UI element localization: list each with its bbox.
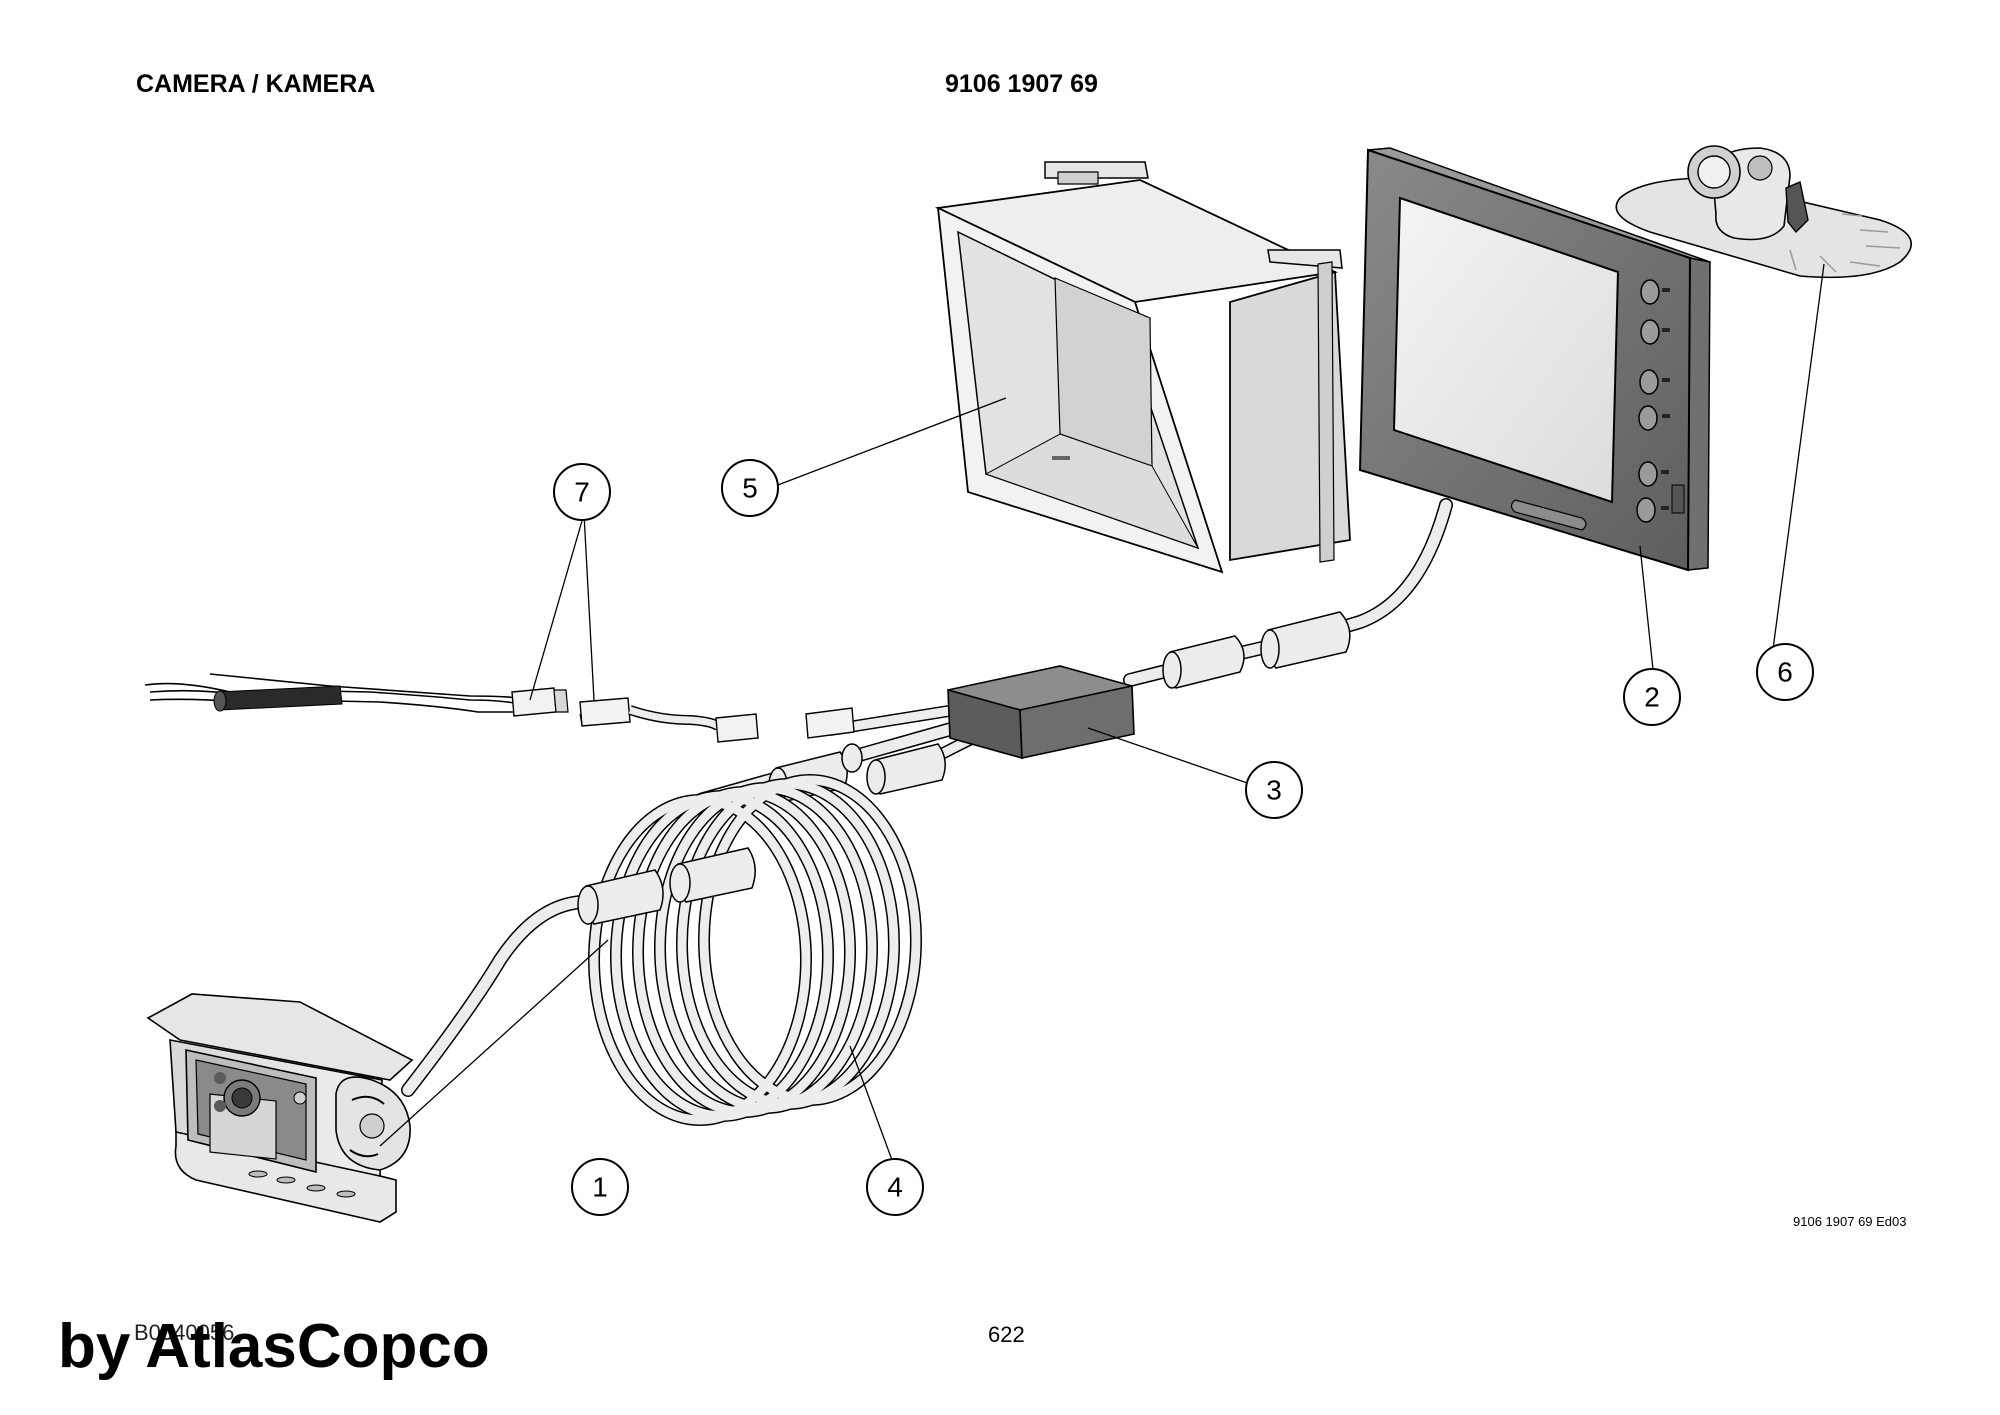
callout-1: 1: [571, 1158, 629, 1216]
mounting-bracket-icon: [1615, 145, 1912, 279]
callout-2: 2: [1623, 668, 1681, 726]
leader-lines: [379, 263, 1825, 1161]
monitor-icon: [1358, 147, 1711, 572]
callout-5: 5: [721, 459, 779, 517]
connector-icon: [144, 673, 855, 743]
edition-label: 9106 1907 69 Ed03: [1793, 1214, 1907, 1229]
sun-hood-icon: [934, 161, 1351, 574]
svg-text:2: 2: [1644, 682, 1660, 713]
svg-text:1: 1: [592, 1172, 608, 1203]
svg-text:7: 7: [574, 477, 590, 508]
page-title: CAMERA / KAMERA: [136, 70, 376, 98]
watermark: by AtlasCopco: [58, 1312, 490, 1381]
page-number: 622: [988, 1322, 1025, 1347]
ferrite-icon: [1162, 611, 1351, 689]
svg-text:5: 5: [742, 473, 758, 504]
callout-4: 4: [866, 1158, 924, 1216]
document-reference: B0040056: [134, 1320, 235, 1345]
callout-7: 7: [553, 463, 611, 521]
junction-box-icon: [947, 665, 1135, 760]
callout-6: 6: [1756, 643, 1814, 701]
part-number: 9106 1907 69: [945, 70, 1098, 98]
coiled-cable-icon: [577, 774, 922, 1126]
svg-text:4: 4: [887, 1172, 903, 1203]
svg-text:6: 6: [1777, 657, 1793, 688]
callout-3: 3: [1245, 761, 1303, 819]
svg-text:3: 3: [1266, 775, 1282, 806]
camera-icon: [146, 993, 414, 1223]
